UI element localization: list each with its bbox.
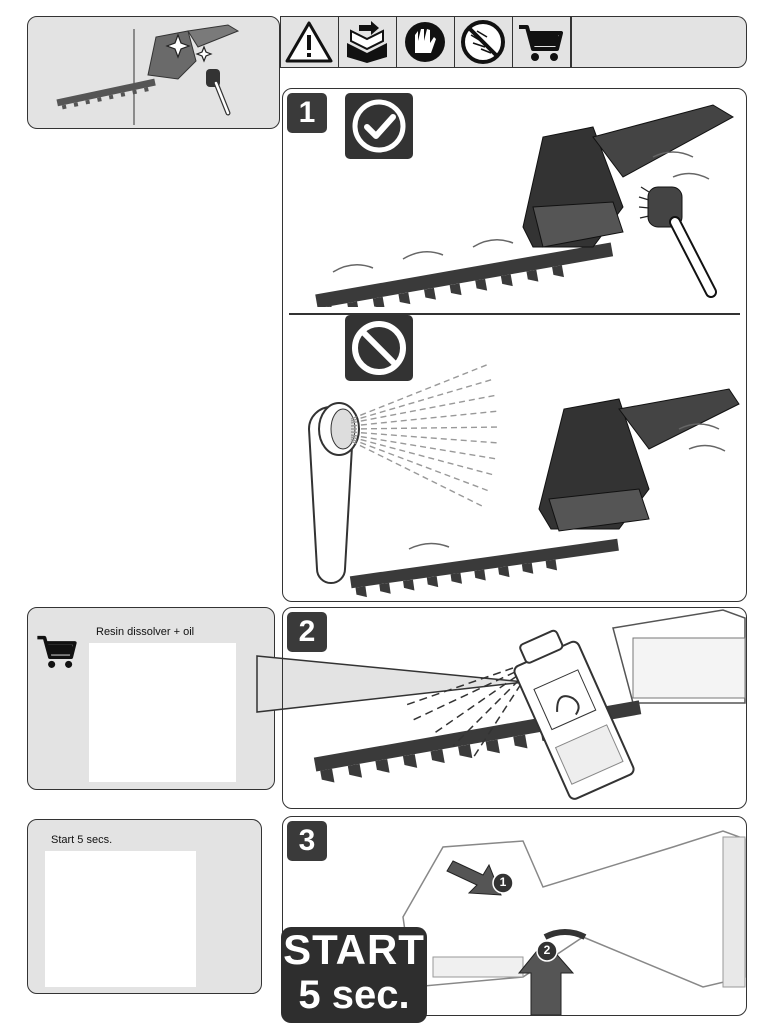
- no-water-cell: [454, 17, 512, 67]
- header-thumbnail-panel: [27, 16, 280, 129]
- start-5-sec-badge: START 5 sec.: [281, 927, 427, 1023]
- warning-triangle-icon: [285, 21, 333, 63]
- start-image-placeholder: [45, 851, 196, 987]
- protective-gloves-icon: [405, 22, 445, 62]
- trimmer-brush-cleaning-illustration: [315, 104, 735, 307]
- step-1-number: 1: [287, 93, 327, 133]
- five-sec-label: 5 sec.: [298, 973, 410, 1017]
- no-water-icon: [461, 20, 505, 64]
- hedge-trimmer-cleaning-thumbnail-icon: [56, 24, 240, 125]
- marker-1: 1: [499, 875, 507, 889]
- shopping-cart-icon: [37, 635, 77, 668]
- check-ok-icon: [345, 93, 413, 159]
- shopping-cart-icon: [519, 25, 563, 61]
- prohibited-icon: [345, 315, 413, 381]
- start-label: START: [283, 926, 425, 973]
- warning-cell: [280, 17, 338, 67]
- product-image-placeholder: [89, 643, 236, 782]
- shop-cell: [512, 17, 570, 67]
- step-3-side-panel: Start 5 secs.: [27, 819, 262, 994]
- read-manual-cell: [338, 17, 396, 67]
- step-2-side-panel: Resin dissolver + oil: [27, 607, 275, 790]
- step-3-number: 3: [287, 821, 327, 861]
- header-icon-bar: [280, 16, 747, 68]
- step-2-panel: 2: [282, 607, 747, 809]
- step-1-panel: 1: [282, 88, 747, 602]
- read-manual-icon: [347, 21, 387, 63]
- trimmer-water-spray-illustration: [307, 363, 740, 598]
- step-2-callout-connector: [256, 655, 526, 713]
- gloves-cell: [396, 17, 454, 67]
- resin-oil-label: Resin dissolver + oil: [96, 626, 195, 638]
- step-3-panel: 3 1 2 START 5 sec.: [281, 816, 747, 1023]
- marker-2: 2: [543, 943, 551, 957]
- start-5-secs-label: Start 5 secs.: [51, 834, 113, 846]
- step-2-number: 2: [287, 612, 327, 652]
- step-1-divider: [289, 313, 740, 315]
- trimmer-start-illustration: [402, 830, 746, 1015]
- resin-spray-illustration: [313, 609, 746, 800]
